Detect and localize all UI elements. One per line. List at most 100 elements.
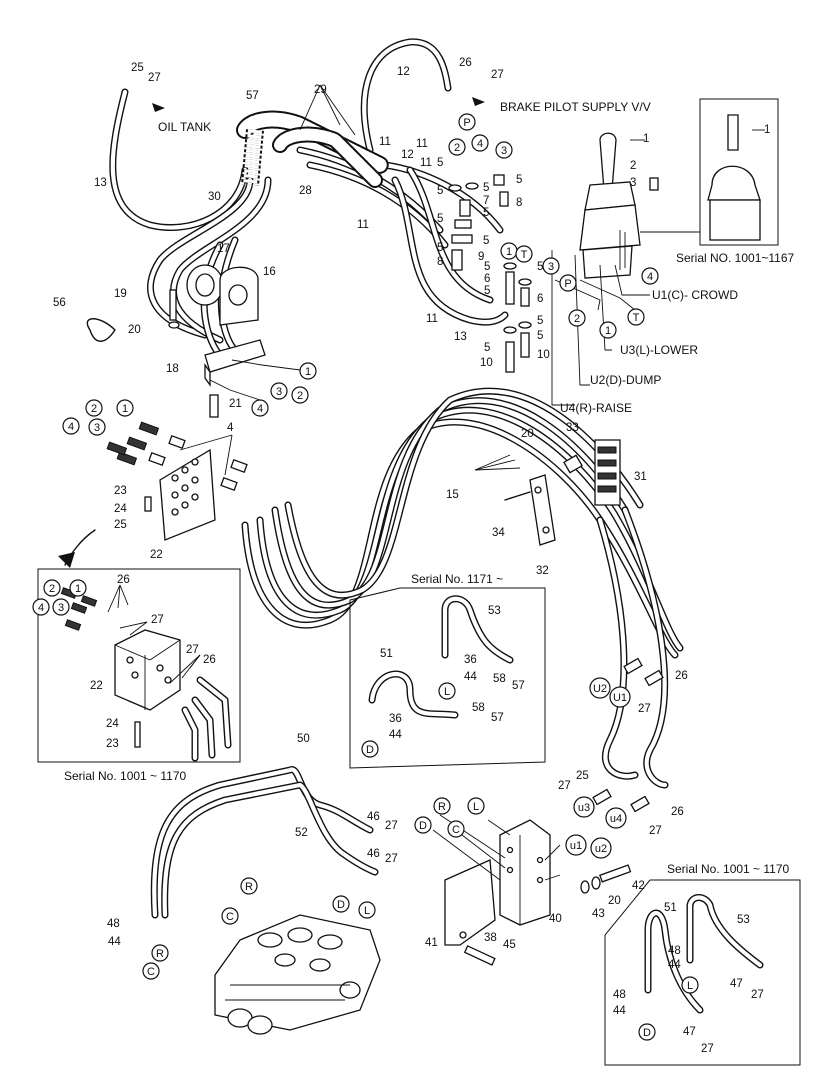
manifold-block-main [106, 421, 248, 541]
callout-U2: U2 [589, 677, 611, 699]
callout-c-lines: C [142, 962, 160, 980]
callout-l-inset1171: L [438, 682, 456, 700]
label-serial-1001-1170-left: Serial No. 1001 ~ 1170 [64, 769, 187, 783]
callout-3-top: 3 [495, 141, 513, 159]
svg-text:26: 26 [203, 654, 216, 666]
svg-text:T: T [521, 249, 528, 261]
svg-text:5: 5 [483, 207, 489, 219]
callout-d-inset-right: D [638, 1023, 656, 1041]
svg-text:51: 51 [664, 902, 677, 914]
svg-text:17: 17 [217, 243, 230, 255]
svg-text:45: 45 [503, 939, 516, 951]
label-serial-1001-1170-right: Serial No. 1001 ~ 1170 [667, 862, 790, 876]
svg-text:50: 50 [297, 733, 310, 745]
svg-text:5: 5 [537, 315, 543, 327]
svg-text:53: 53 [488, 605, 501, 617]
svg-text:D: D [419, 820, 427, 832]
svg-text:31: 31 [634, 471, 647, 483]
svg-text:1: 1 [605, 325, 611, 337]
protector-sleeves [236, 110, 389, 188]
svg-text:U1: U1 [613, 692, 627, 704]
inset-frames [37, 529, 801, 1066]
svg-text:58: 58 [472, 702, 485, 714]
svg-text:C: C [147, 966, 155, 978]
svg-text:10: 10 [537, 349, 550, 361]
svg-text:3: 3 [501, 145, 507, 157]
svg-text:13: 13 [94, 177, 107, 189]
svg-text:5: 5 [483, 182, 489, 194]
svg-text:21: 21 [229, 398, 242, 410]
callout-r-block40: R [433, 797, 451, 815]
manifold-block-40 [444, 819, 632, 966]
svg-text:26: 26 [671, 806, 684, 818]
callout-d-block40: D [414, 816, 432, 834]
joystick-inset [699, 98, 779, 246]
svg-text:1: 1 [506, 246, 512, 258]
svg-text:R: R [438, 801, 446, 813]
svg-text:1: 1 [305, 366, 311, 378]
svg-text:6: 6 [484, 273, 490, 285]
svg-text:4: 4 [257, 403, 263, 415]
svg-text:C: C [452, 824, 460, 836]
svg-text:2: 2 [49, 583, 55, 595]
svg-text:51: 51 [380, 648, 393, 660]
svg-text:57: 57 [246, 90, 259, 102]
callout-u1: u1 [565, 834, 587, 856]
svg-text:27: 27 [701, 1043, 714, 1055]
svg-text:46: 46 [367, 848, 380, 860]
svg-text:P: P [463, 117, 470, 129]
callout-l-block40: L [467, 797, 485, 815]
svg-text:6: 6 [537, 293, 543, 305]
svg-text:22: 22 [150, 549, 163, 561]
svg-text:20: 20 [128, 324, 141, 336]
svg-text:D: D [366, 744, 374, 756]
callout-c-block40: C [447, 820, 465, 838]
svg-text:44: 44 [613, 1005, 626, 1017]
svg-text:U2: U2 [593, 683, 607, 695]
callout-d-inset1171: D [361, 740, 379, 758]
svg-text:4: 4 [68, 421, 74, 433]
svg-text:11: 11 [379, 136, 391, 148]
svg-text:30: 30 [208, 191, 221, 203]
callout-u4: u4 [605, 807, 627, 829]
svg-text:4: 4 [38, 602, 44, 614]
svg-text:3: 3 [58, 602, 64, 614]
callout-2-inset: 2 [43, 579, 61, 597]
callout-2-block: 2 [291, 386, 309, 404]
svg-text:5: 5 [484, 261, 490, 273]
svg-text:9: 9 [478, 251, 484, 263]
callout-4-joy: 4 [641, 267, 659, 285]
svg-text:44: 44 [668, 959, 681, 971]
svg-text:42: 42 [632, 880, 645, 892]
svg-text:1: 1 [75, 583, 81, 595]
svg-text:22: 22 [90, 680, 103, 692]
svg-text:26: 26 [117, 574, 130, 586]
callout-d-valve: D [332, 895, 350, 913]
callout-U1: U1 [609, 686, 631, 708]
svg-text:1: 1 [764, 124, 770, 136]
callout-1-mid: 1 [500, 242, 518, 260]
callout-3-joy: 3 [542, 257, 560, 275]
svg-text:12: 12 [401, 149, 414, 161]
svg-text:33: 33 [566, 422, 579, 434]
svg-text:12: 12 [397, 66, 410, 78]
svg-text:38: 38 [484, 932, 497, 944]
svg-text:46: 46 [367, 811, 380, 823]
callout-4-top: 4 [471, 134, 489, 152]
callout-l-valve: L [358, 901, 376, 919]
svg-text:25: 25 [114, 519, 127, 531]
svg-text:58: 58 [493, 673, 506, 685]
svg-text:3: 3 [94, 422, 100, 434]
svg-text:25: 25 [131, 62, 144, 74]
svg-text:8: 8 [516, 197, 522, 209]
svg-text:u1: u1 [570, 840, 582, 852]
callout-4-main: 4 [62, 417, 80, 435]
svg-text:25: 25 [576, 770, 589, 782]
joystick-fittings [448, 174, 659, 373]
svg-text:40: 40 [549, 913, 562, 925]
label-u3-lower: U3(L)-LOWER [620, 343, 698, 357]
part-numbers: 25 27 13 57 29 12 26 27 30 28 11 11 12 1… [53, 57, 770, 1055]
svg-text:D: D [337, 899, 345, 911]
callout-r-valve: R [240, 877, 258, 895]
